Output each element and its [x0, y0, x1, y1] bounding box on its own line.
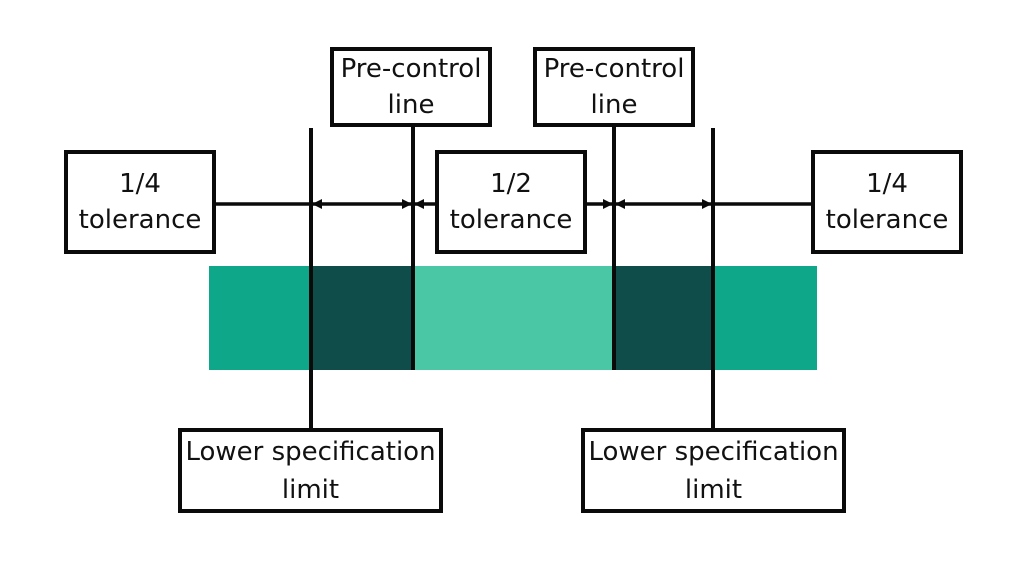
tolerance-fraction: 1/4 [866, 169, 908, 199]
half-tolerance-box: 1/2 tolerance [435, 150, 587, 254]
spec-limit-right-box: Lower specification limit [581, 428, 846, 513]
zone-pre-control-left [311, 266, 413, 370]
spec-limit-text: Lower specification [185, 436, 436, 467]
pre-control-line-left-box: Pre-control line [330, 47, 492, 127]
tolerance-word: tolerance [78, 205, 202, 235]
line-text: line [590, 90, 638, 120]
quarter-tolerance-right-box: 1/4 tolerance [811, 150, 963, 254]
zone-band [209, 266, 817, 370]
tolerance-fraction: 1/2 [490, 169, 532, 199]
pre-control-line-right-box: Pre-control line [533, 47, 695, 127]
line-text: line [387, 90, 435, 120]
limit-text: limit [684, 474, 743, 505]
zone-outer-right [713, 266, 817, 370]
limit-text: limit [281, 474, 340, 505]
pre-control-text: Pre-control [340, 54, 482, 84]
tolerance-word: tolerance [825, 205, 949, 235]
vertical-lines [309, 127, 715, 430]
zone-outer-left [209, 266, 311, 370]
zone-pre-control-right [614, 266, 713, 370]
tolerance-fraction: 1/4 [119, 169, 161, 199]
zone-center [413, 266, 614, 370]
tolerance-word: tolerance [449, 205, 573, 235]
spec-limit-left-box: Lower specification limit [178, 428, 443, 513]
pre-control-text: Pre-control [543, 54, 685, 84]
spec-limit-text: Lower specification [588, 436, 839, 467]
quarter-tolerance-left-box: 1/4 tolerance [64, 150, 216, 254]
